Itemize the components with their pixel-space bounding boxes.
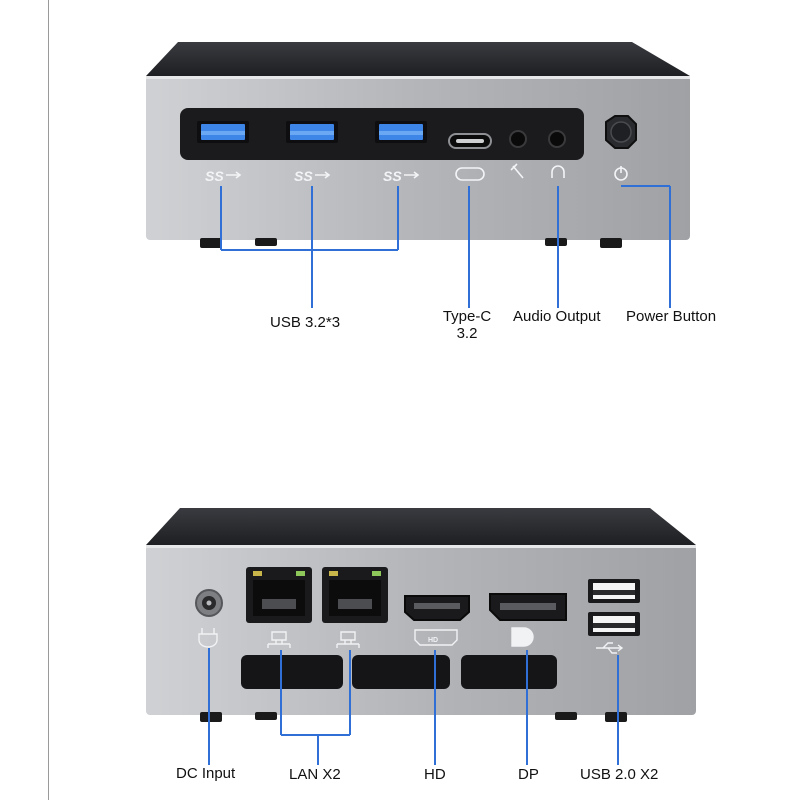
rear-foot bbox=[605, 712, 627, 722]
front-top-lid bbox=[146, 42, 690, 76]
callout-dc-input: DC Input bbox=[176, 765, 236, 782]
callout-lan: LAN X2 bbox=[289, 766, 341, 783]
callout-usb32: USB 3.2*3 bbox=[270, 314, 341, 331]
front-foot bbox=[255, 238, 277, 246]
callout-audio-output: Audio Output bbox=[513, 308, 601, 325]
rear-face-highlight bbox=[146, 545, 696, 548]
lan-port bbox=[322, 567, 388, 623]
rear-foot bbox=[200, 712, 222, 722]
ss-mark-1: SS bbox=[205, 168, 224, 184]
usb-trident-icon bbox=[596, 642, 624, 654]
rear-foot bbox=[555, 712, 577, 720]
headphone-icon bbox=[551, 165, 565, 178]
ss-mark-2: SS bbox=[294, 168, 313, 184]
ss-mark-3: SS bbox=[383, 168, 402, 184]
ss-usb-marking-icon: SS SS SS bbox=[205, 168, 402, 184]
front-foot bbox=[600, 238, 622, 248]
left-divider-line bbox=[48, 0, 49, 800]
front-foot bbox=[200, 238, 222, 248]
usb3-port bbox=[286, 121, 338, 143]
callout-type-c-line1: Type-C bbox=[442, 308, 492, 325]
lan-port bbox=[246, 567, 312, 623]
callout-type-c-line2: 3.2 bbox=[456, 325, 478, 342]
mic-icon bbox=[510, 163, 524, 179]
usb2-port bbox=[588, 612, 640, 636]
front-foot bbox=[545, 238, 567, 246]
rear-chassis: HD bbox=[146, 508, 696, 722]
hdmi-icon bbox=[414, 629, 458, 646]
rear-top-lid bbox=[146, 508, 696, 545]
callout-type-c: Type-C 3.2 bbox=[432, 308, 502, 342]
usb3-port bbox=[197, 121, 249, 143]
hd-badge-text: HD bbox=[428, 637, 438, 644]
rear-callout-lines bbox=[208, 648, 619, 765]
audio-jack bbox=[509, 130, 527, 148]
plug-icon bbox=[198, 628, 218, 648]
network-icon bbox=[336, 631, 360, 648]
callout-dp: DP bbox=[518, 766, 539, 783]
network-icon bbox=[267, 631, 291, 648]
front-callout-lines bbox=[220, 185, 671, 308]
callout-usb20: USB 2.0 X2 bbox=[580, 766, 659, 783]
usb2-port bbox=[588, 579, 640, 603]
callout-hd: HD bbox=[424, 766, 446, 783]
front-face-highlight bbox=[146, 76, 690, 79]
vent-grille bbox=[241, 655, 557, 689]
rear-foot bbox=[255, 712, 277, 720]
dp-icon bbox=[511, 627, 534, 647]
front-chassis: SS SS SS bbox=[146, 42, 690, 248]
usb3-port bbox=[375, 121, 427, 143]
callout-power-button: Power Button bbox=[626, 308, 717, 325]
type-c-icon bbox=[455, 167, 485, 181]
audio-jack bbox=[548, 130, 566, 148]
